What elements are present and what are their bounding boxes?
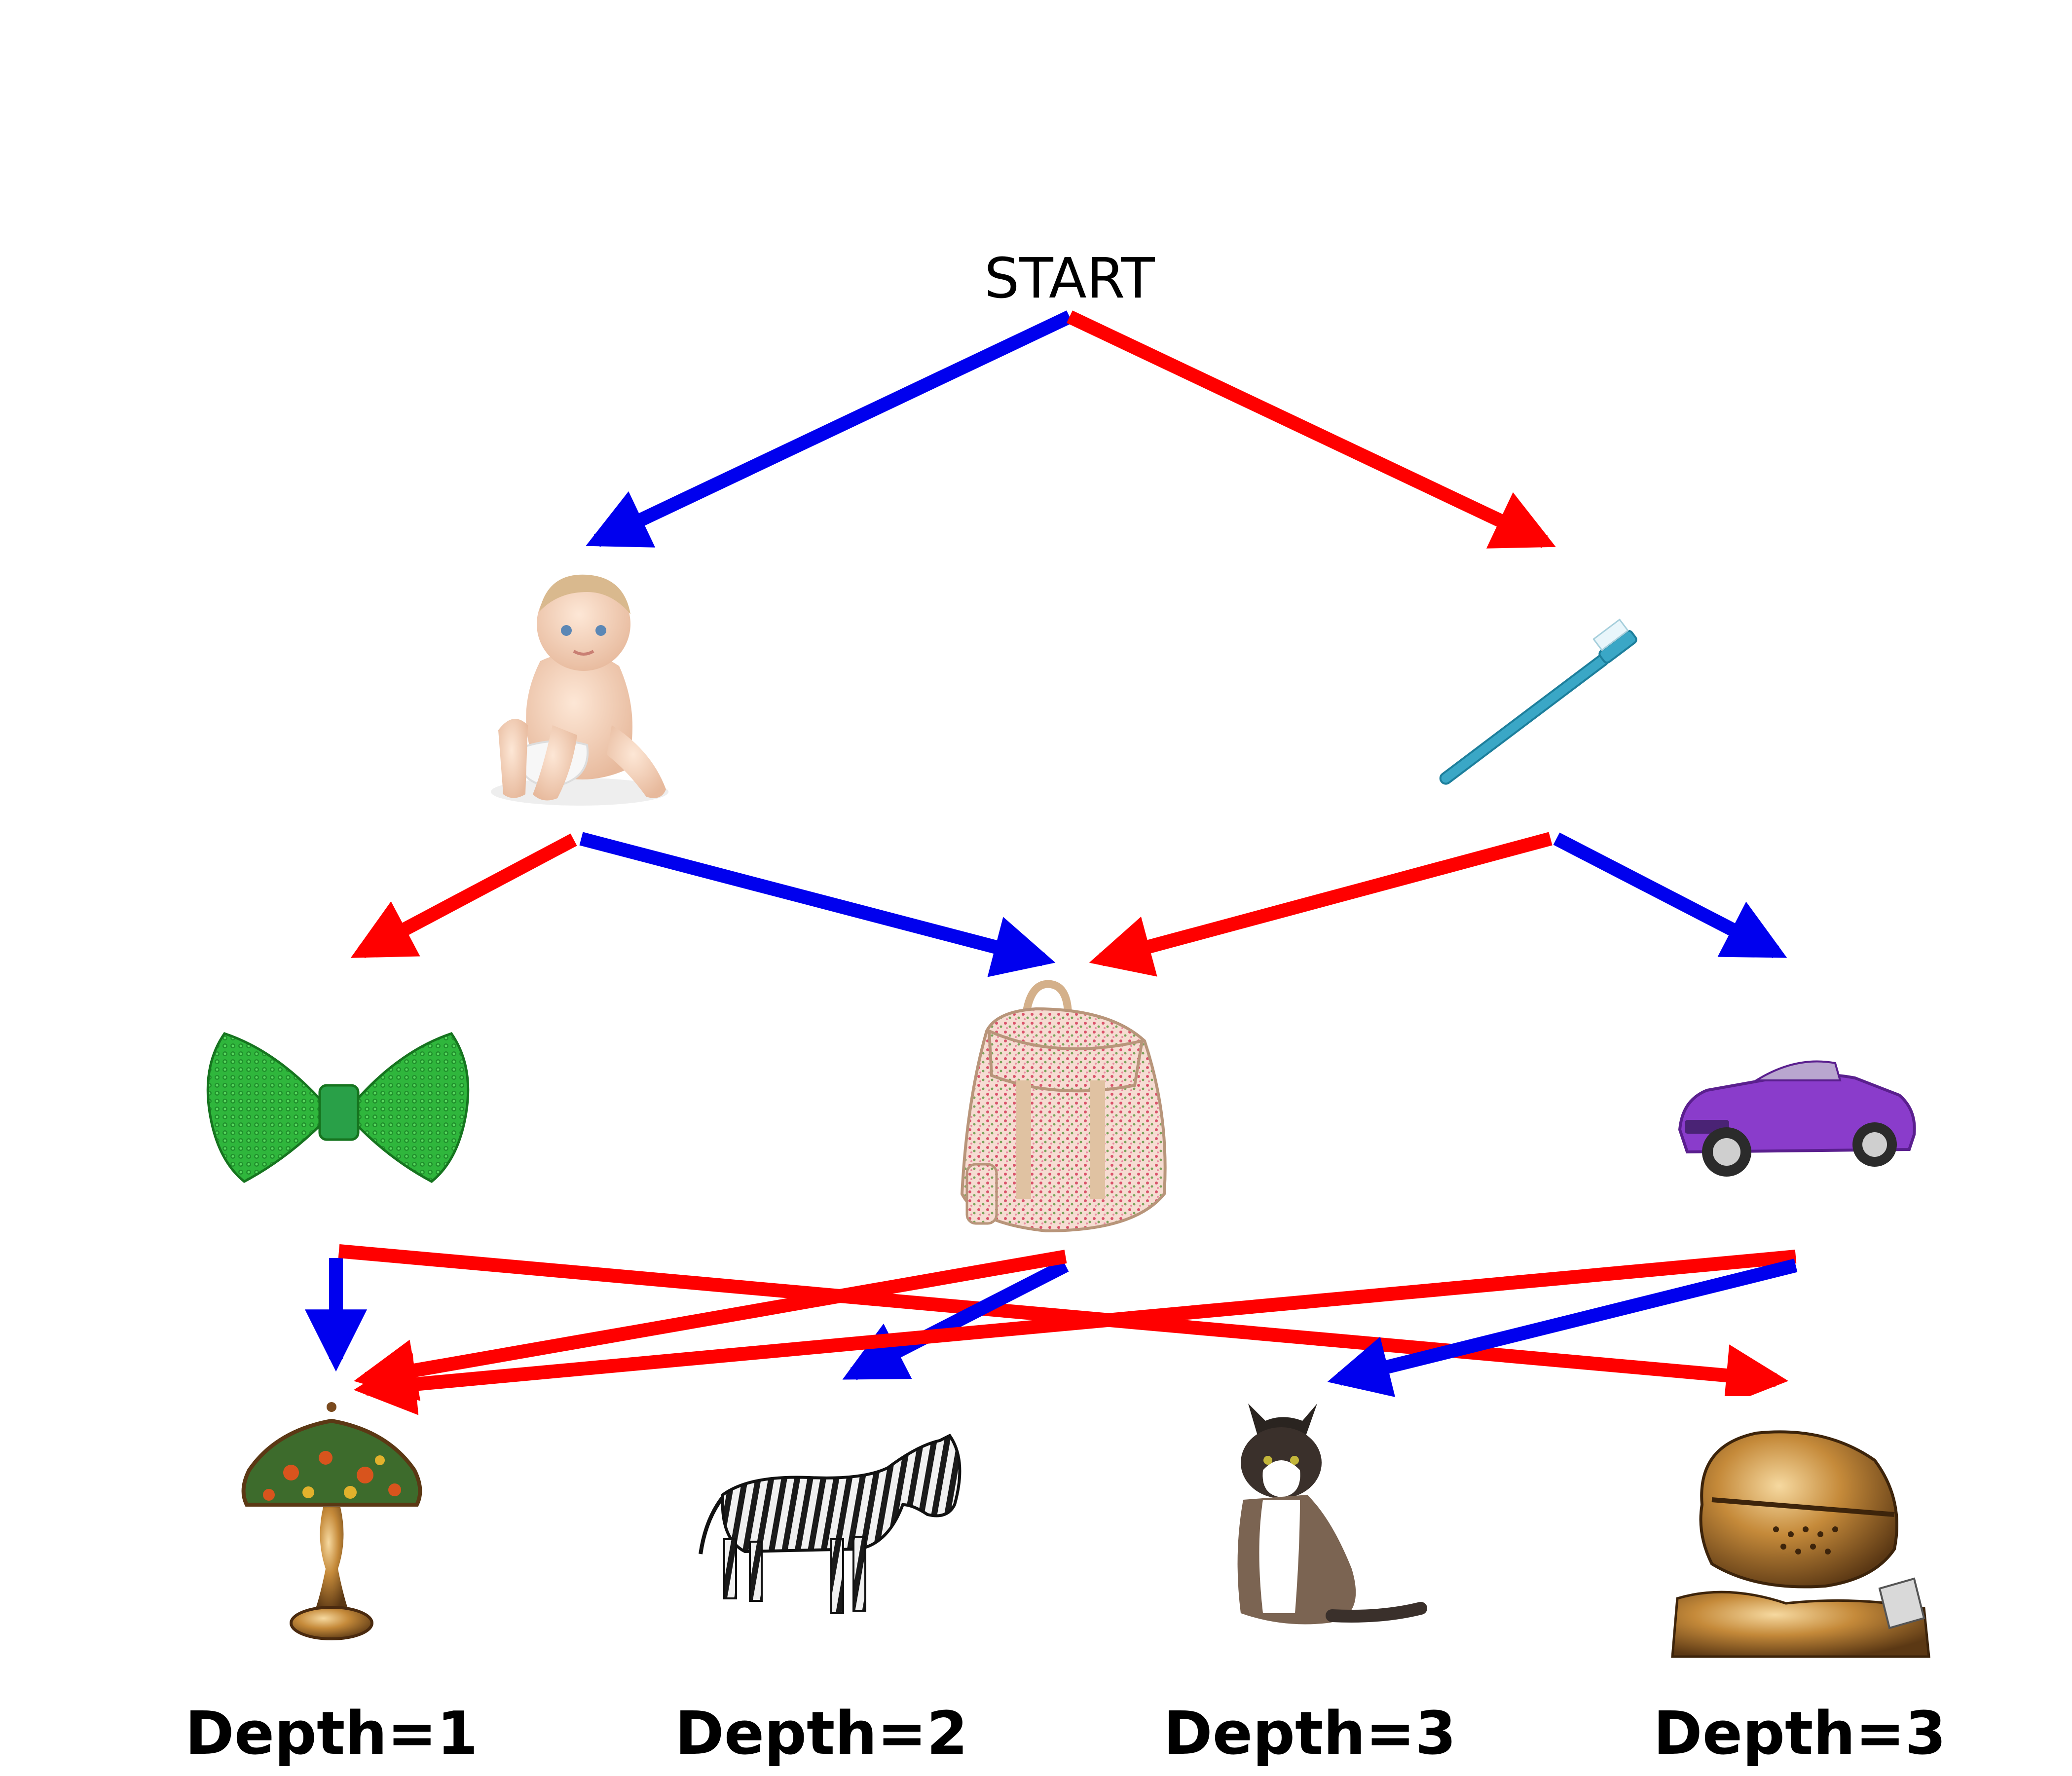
toothbrush-icon <box>1439 618 1637 785</box>
edge-start-to-toothbrush <box>1067 310 1556 549</box>
depth-label-3: Depth=3 <box>1163 1700 1456 1768</box>
baby-icon <box>491 574 668 806</box>
edge-start-to-baby <box>586 310 1073 548</box>
depth-label-4: Depth=3 <box>1653 1700 1946 1768</box>
depth-label-1: Depth=1 <box>185 1700 478 1768</box>
edge-bowtie-to-knight-helmet <box>338 1244 1789 1406</box>
edge-backpack-to-zebra <box>842 1259 1069 1380</box>
cat-icon <box>1237 1404 1427 1625</box>
edge-baby-to-backpack <box>579 832 1056 977</box>
edges <box>305 310 1798 1415</box>
depth-label-2: Depth=2 <box>675 1700 968 1768</box>
car-icon <box>1678 1060 1916 1177</box>
start-label: START <box>984 247 1155 311</box>
bow-tie-icon <box>206 1032 470 1183</box>
edge-backpack-to-lamp <box>354 1250 1067 1401</box>
knight-helmet-icon <box>1671 1396 1930 1658</box>
lamp-icon <box>241 1402 422 1640</box>
zebra-icon <box>699 1434 962 1614</box>
edge-car-to-lamp <box>353 1250 1797 1415</box>
edge-car-to-cat <box>1327 1258 1798 1397</box>
edge-toothbrush-to-backpack <box>1089 832 1553 977</box>
edge-toothbrush-to-car <box>1553 832 1787 959</box>
edge-baby-to-bowtie <box>350 833 577 959</box>
backpack-icon <box>960 980 1167 1233</box>
